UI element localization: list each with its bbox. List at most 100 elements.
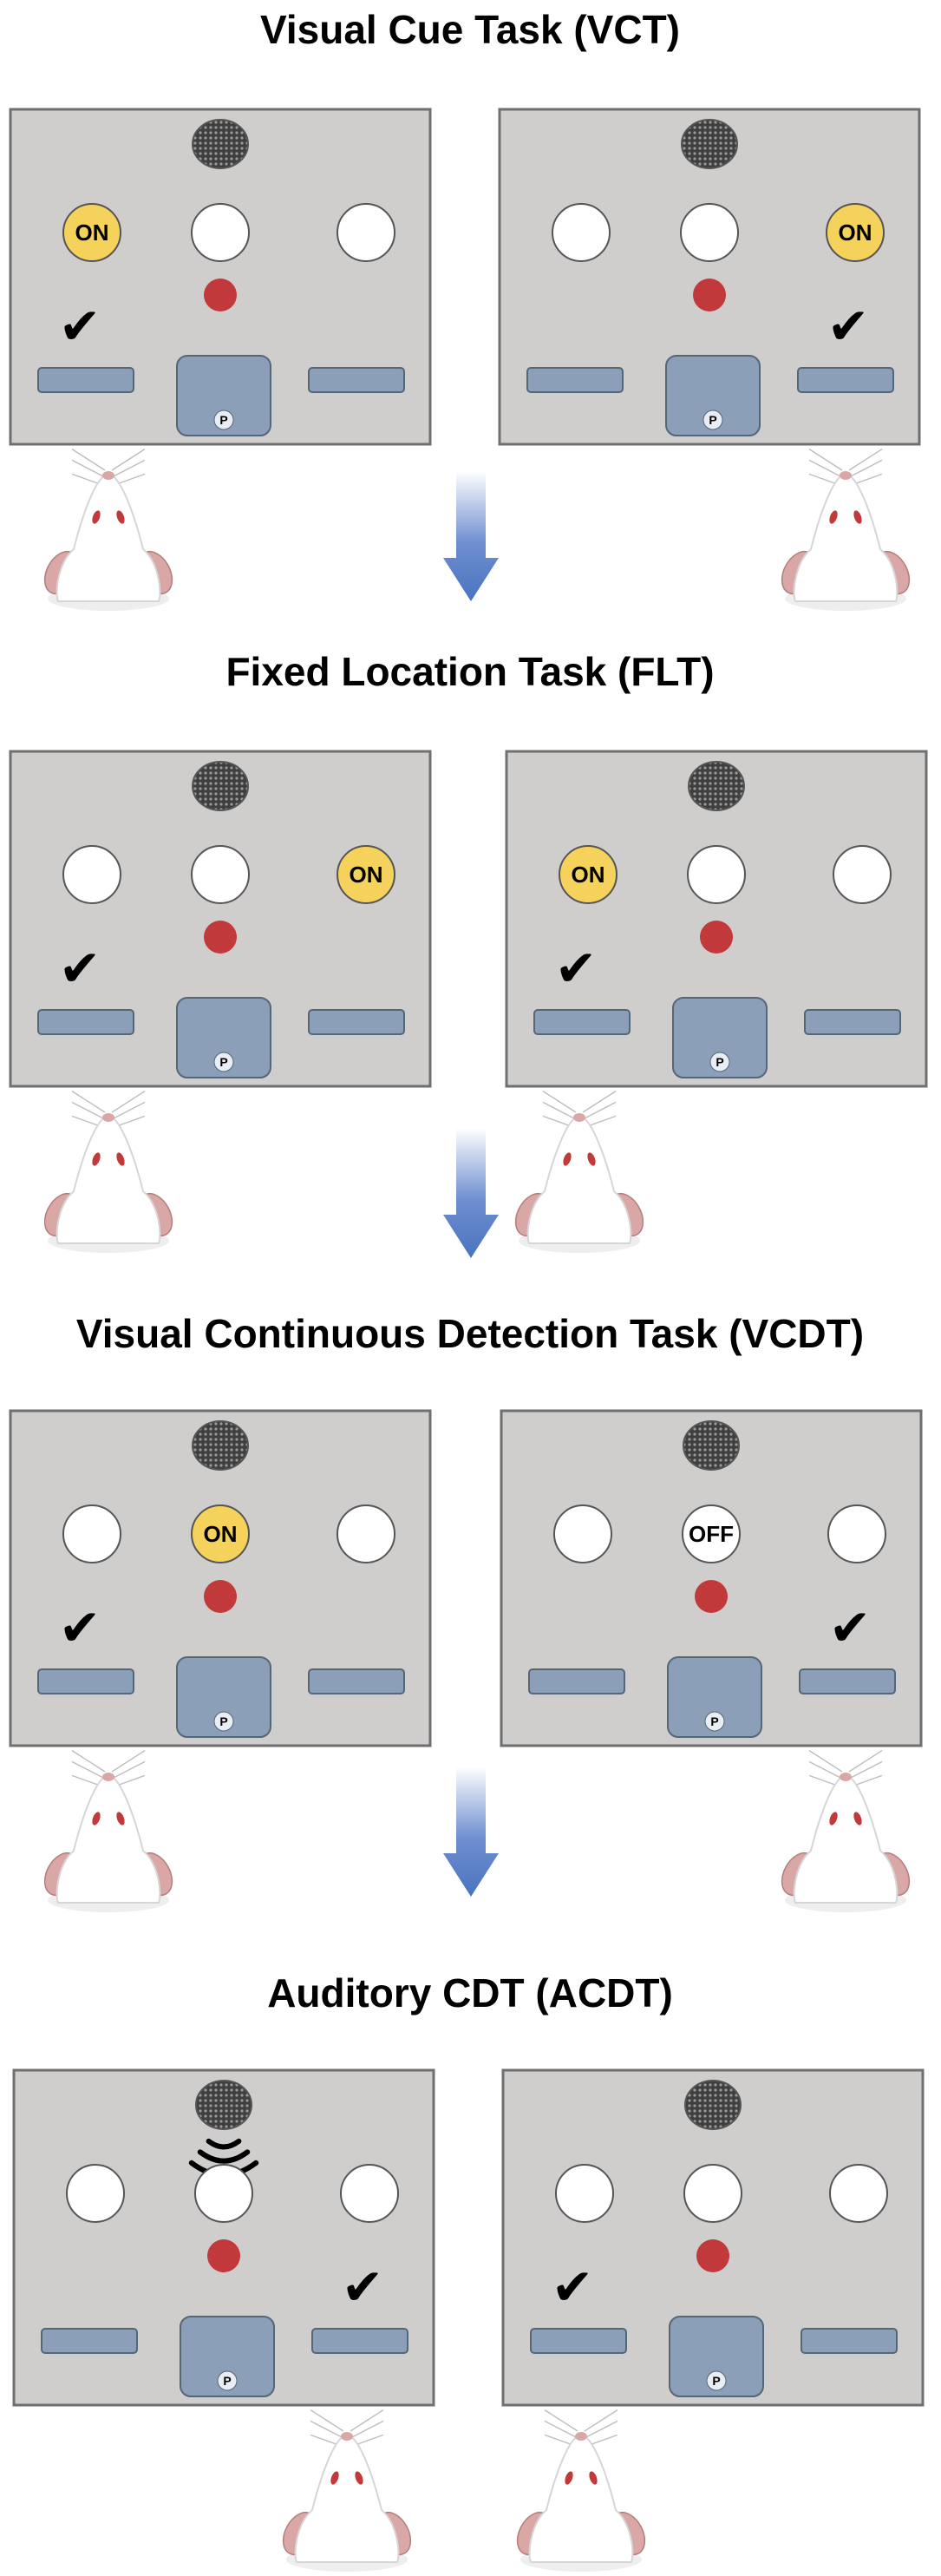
right-lever bbox=[308, 367, 405, 393]
pellet-label: P bbox=[219, 1055, 227, 1069]
food-magazine bbox=[176, 997, 271, 1078]
speaker-grille-icon bbox=[688, 761, 745, 811]
rat-icon bbox=[282, 2409, 412, 2572]
left-lever bbox=[528, 1668, 625, 1694]
rat-body bbox=[528, 2433, 634, 2563]
section-title: Visual Continuous Detection Task (VCDT) bbox=[76, 1311, 864, 1356]
left-lever bbox=[41, 2328, 138, 2354]
rat-eye bbox=[587, 1152, 596, 1166]
stimulus-light bbox=[66, 2164, 125, 2223]
stimulus-light: ON bbox=[826, 203, 885, 262]
rat-eye bbox=[355, 2471, 363, 2485]
speaker-grille-icon bbox=[192, 761, 249, 811]
rat-body bbox=[56, 1114, 161, 1244]
rat-eye bbox=[92, 510, 101, 524]
pellet-icon bbox=[213, 1711, 234, 1732]
stimulus-light-circle bbox=[559, 845, 618, 904]
stimulus-light bbox=[555, 2164, 614, 2223]
stimulus-light-label: ON bbox=[75, 220, 109, 246]
stimulus-light bbox=[833, 845, 892, 904]
stimulus-light-circle bbox=[66, 2164, 125, 2223]
house-light-dot bbox=[204, 921, 237, 954]
operant-chamber-panel: ONP✔ bbox=[9, 1409, 432, 1747]
rat-body bbox=[526, 1114, 632, 1244]
speaker-grille-icon bbox=[192, 1420, 249, 1471]
stimulus-light bbox=[680, 203, 739, 262]
operant-chamber-panel: P✔ bbox=[501, 2068, 925, 2407]
speaker-grille-icon bbox=[684, 2080, 742, 2130]
pellet-icon bbox=[213, 1052, 234, 1072]
checkmark-icon: ✔ bbox=[342, 2258, 384, 2317]
task-section: Visual Continuous Detection Task (VCDT) O… bbox=[9, 1311, 923, 1747]
down-arrow-icon bbox=[443, 1128, 499, 1258]
stimulus-light bbox=[683, 2164, 742, 2223]
food-magazine bbox=[672, 997, 768, 1078]
speaker-grille-icon bbox=[681, 119, 738, 169]
house-light-dot bbox=[700, 921, 733, 954]
house-light-dot bbox=[204, 279, 237, 311]
stimulus-light bbox=[337, 1504, 395, 1563]
food-magazine bbox=[667, 1656, 762, 1738]
pellet-label: P bbox=[712, 2374, 720, 2388]
stimulus-light bbox=[62, 1504, 121, 1563]
right-lever bbox=[308, 1009, 405, 1035]
house-light-dot bbox=[695, 1580, 728, 1613]
rat-body bbox=[56, 1773, 161, 1904]
house-light-dot bbox=[693, 279, 726, 311]
rat-eye bbox=[116, 510, 125, 524]
rat-body bbox=[294, 2433, 400, 2563]
stimulus-light-circle bbox=[340, 2164, 399, 2223]
food-magazine bbox=[176, 1656, 271, 1738]
right-lever bbox=[801, 2328, 898, 2354]
house-light-dot bbox=[696, 2239, 729, 2272]
stimulus-light: ON bbox=[62, 203, 121, 262]
rat-eye bbox=[116, 1152, 125, 1166]
stimulus-light-circle bbox=[833, 845, 892, 904]
rat-nose bbox=[102, 471, 114, 480]
rat-eye bbox=[92, 1152, 101, 1166]
rat-icon bbox=[781, 449, 911, 611]
house-light-dot bbox=[204, 1580, 237, 1613]
rat-icon bbox=[43, 1750, 173, 1912]
rat-eye bbox=[589, 2471, 598, 2485]
rat-eye bbox=[330, 2471, 339, 2485]
right-lever bbox=[799, 1668, 896, 1694]
checkmark-icon: ✔ bbox=[59, 1598, 101, 1657]
stimulus-light-label: ON bbox=[350, 862, 383, 888]
rat-eye bbox=[853, 510, 862, 524]
pellet-label: P bbox=[709, 413, 716, 427]
food-magazine bbox=[669, 2316, 764, 2397]
pellet-label: P bbox=[219, 413, 227, 427]
task-section: Visual Cue Task (VCT)ONP✔ONP✔ bbox=[9, 7, 921, 446]
stimulus-light-circle bbox=[687, 845, 746, 904]
speaker-grille-icon bbox=[195, 2080, 252, 2130]
stimulus-light bbox=[827, 1504, 886, 1563]
left-lever bbox=[530, 2328, 627, 2354]
sound-wave-icon bbox=[197, 2149, 251, 2164]
rat-eye bbox=[92, 1812, 101, 1825]
left-lever bbox=[526, 367, 624, 393]
pellet-icon bbox=[702, 410, 723, 430]
down-arrow-icon bbox=[443, 471, 499, 601]
food-magazine bbox=[176, 355, 271, 436]
stimulus-light bbox=[552, 203, 611, 262]
stimulus-light-circle bbox=[62, 203, 121, 262]
checkmark-icon: ✔ bbox=[552, 2258, 594, 2317]
rat-nose bbox=[840, 471, 852, 480]
stimulus-light-circle bbox=[191, 203, 250, 262]
operant-chamber-panel: P✔ bbox=[12, 2068, 435, 2407]
stimulus-light bbox=[340, 2164, 399, 2223]
rat-icon bbox=[43, 449, 173, 611]
stimulus-light-circle bbox=[337, 203, 395, 262]
pellet-label: P bbox=[710, 1714, 718, 1728]
rat-icon bbox=[781, 1750, 911, 1912]
stimulus-light-circle bbox=[829, 2164, 888, 2223]
rat-nose bbox=[575, 2432, 587, 2441]
rat-eye bbox=[829, 1812, 838, 1825]
rat-icon bbox=[514, 1091, 644, 1253]
stimulus-light-circle bbox=[680, 203, 739, 262]
stimulus-light-circle bbox=[552, 203, 611, 262]
stimulus-light-circle bbox=[555, 2164, 614, 2223]
stimulus-light bbox=[191, 845, 250, 904]
left-lever bbox=[37, 367, 134, 393]
